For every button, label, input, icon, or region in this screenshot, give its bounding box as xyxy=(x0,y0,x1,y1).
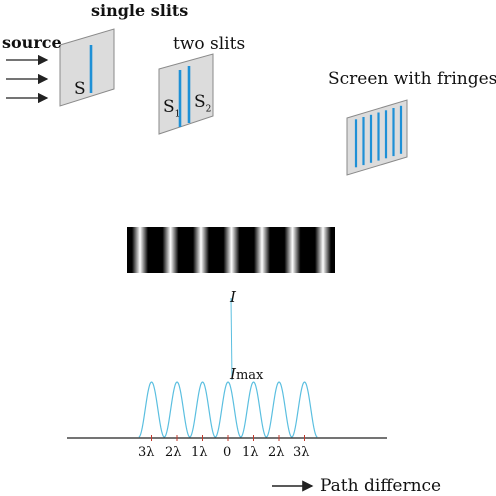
slit-s2-label: S2 xyxy=(194,94,211,114)
screen-label: Screen with fringes xyxy=(328,69,496,89)
source-label: source xyxy=(2,33,62,52)
imax-main: I xyxy=(230,365,236,383)
tick-label: 1λ xyxy=(242,445,259,460)
intensity-symbol: I xyxy=(230,288,236,306)
single-slit-panel xyxy=(59,28,115,107)
intensity-curve xyxy=(138,381,318,438)
imax-subscript: max xyxy=(235,368,264,383)
slit-s1-main: S xyxy=(163,97,175,117)
source-arrows xyxy=(6,54,49,104)
bright-fringe xyxy=(254,227,270,273)
two-slits-label: two slits xyxy=(173,34,246,54)
bright-fringe xyxy=(162,227,179,273)
intensity-axis-line xyxy=(230,297,233,381)
fringe-pattern-strip xyxy=(127,227,335,273)
fringe-pattern xyxy=(132,227,331,273)
slit-s1-label: S1 xyxy=(163,99,180,119)
single-slit-plate xyxy=(59,28,115,107)
slit-s2-main: S xyxy=(194,92,206,112)
double-slit-plate xyxy=(158,53,214,135)
tick-label: 1λ xyxy=(191,445,208,460)
single-slits-label: single slits xyxy=(91,1,189,20)
slit-s2-subscript: 2 xyxy=(205,104,212,115)
screen-fringe-lines xyxy=(354,105,403,168)
screen-panel xyxy=(346,99,408,176)
tick-label: 3λ xyxy=(138,445,155,460)
path-difference-label: Path differnce xyxy=(320,476,442,496)
bright-fringe xyxy=(193,227,209,273)
tick-label: 2λ xyxy=(268,445,285,460)
tick-label: 2λ xyxy=(165,445,182,460)
bright-fringe xyxy=(223,227,240,273)
double-slit-panel xyxy=(158,53,214,135)
tick-marks xyxy=(151,435,305,441)
bright-fringe xyxy=(132,227,148,273)
tick-label: 3λ xyxy=(293,445,310,460)
imax-label: Imax xyxy=(230,365,264,383)
bright-fringe xyxy=(284,227,301,273)
slit-s1-subscript: 1 xyxy=(174,109,181,120)
slit-s-label: S xyxy=(74,79,86,99)
bright-fringe xyxy=(315,227,331,273)
screen-plate xyxy=(346,99,408,176)
tick-label: 0 xyxy=(223,445,232,460)
